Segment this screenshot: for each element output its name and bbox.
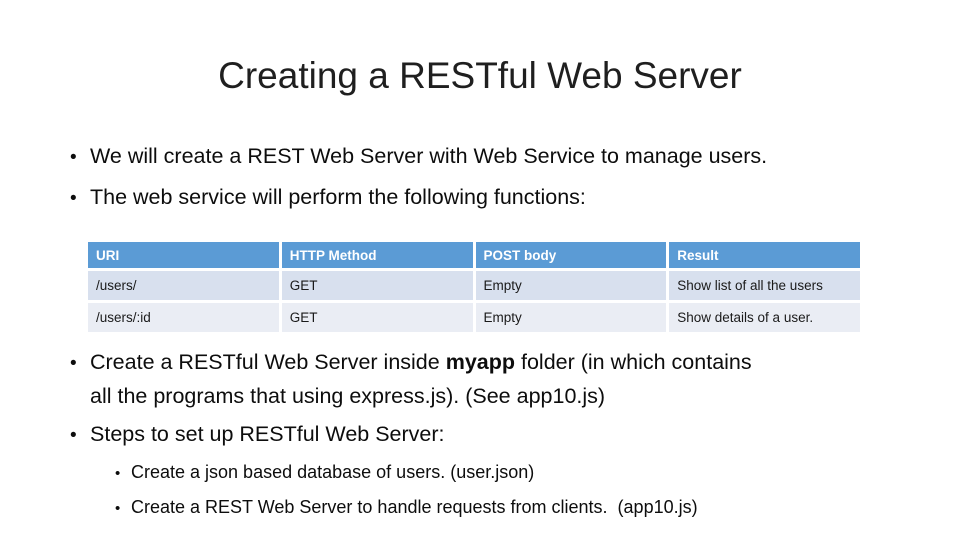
bullet-text-suffix: folder (in which contains [515, 350, 752, 374]
table-header-cell: HTTP Method [281, 242, 473, 268]
table-cell: GET [281, 271, 473, 300]
sub-bullet-item: • Create a REST Web Server to handle req… [115, 496, 752, 520]
bullet-icon: • [115, 500, 121, 517]
bullet-icon: • [115, 465, 121, 482]
table-cell: Empty [475, 303, 667, 332]
table-header-cell: POST body [475, 242, 667, 268]
bullet-item: • Create a RESTful Web Server inside mya… [70, 349, 752, 377]
bullet-text-bold: myapp [445, 350, 516, 374]
bullet-text: Steps to set up RESTful Web Server: [90, 422, 445, 446]
table-cell: GET [281, 303, 473, 332]
bullet-text: Create a RESTful Web Server inside myapp… [90, 349, 752, 375]
bullet-item: • The web service will perform the follo… [70, 185, 767, 211]
sub-bullet-list: • Create a json based database of users.… [70, 461, 752, 520]
sub-bullet-text: Create a json based database of users. (… [131, 462, 535, 482]
bullet-icon: • [70, 147, 77, 168]
bullet-text: The web service will perform the followi… [90, 185, 586, 209]
bullet-text: We will create a REST Web Server with We… [90, 144, 768, 168]
intro-bullet-list: • We will create a REST Web Server with … [70, 144, 767, 226]
bullet-item: • Steps to set up RESTful Web Server: [70, 421, 752, 449]
table-cell: /users/ [88, 271, 279, 300]
bullet-icon: • [70, 188, 77, 209]
slide-title: Creating a RESTful Web Server [218, 55, 742, 96]
bullet-text-prefix: Create a RESTful Web Server inside [90, 350, 446, 374]
table-cell: Empty [475, 271, 667, 300]
outro-bullet-list: • Create a RESTful Web Server inside mya… [70, 349, 752, 531]
bullet-icon: • [70, 353, 77, 374]
sub-bullet-item: • Create a json based database of users.… [115, 461, 752, 485]
table-header-cell: Result [669, 242, 860, 268]
bullet-icon: • [70, 425, 77, 446]
table-cell: Show details of a user. [669, 303, 860, 332]
sub-bullet-text: Create a REST Web Server to handle reque… [131, 497, 698, 517]
table-header-cell: URI [88, 242, 279, 268]
table-cell: Show list of all the users [669, 271, 860, 300]
bullet-item: • We will create a REST Web Server with … [70, 144, 767, 170]
bullet-text-wrapped-line: all the programs that using express.js).… [90, 384, 606, 408]
rest-api-table: URI HTTP Method POST body Result /users/… [88, 242, 860, 332]
table-cell: /users/:id [88, 303, 279, 332]
